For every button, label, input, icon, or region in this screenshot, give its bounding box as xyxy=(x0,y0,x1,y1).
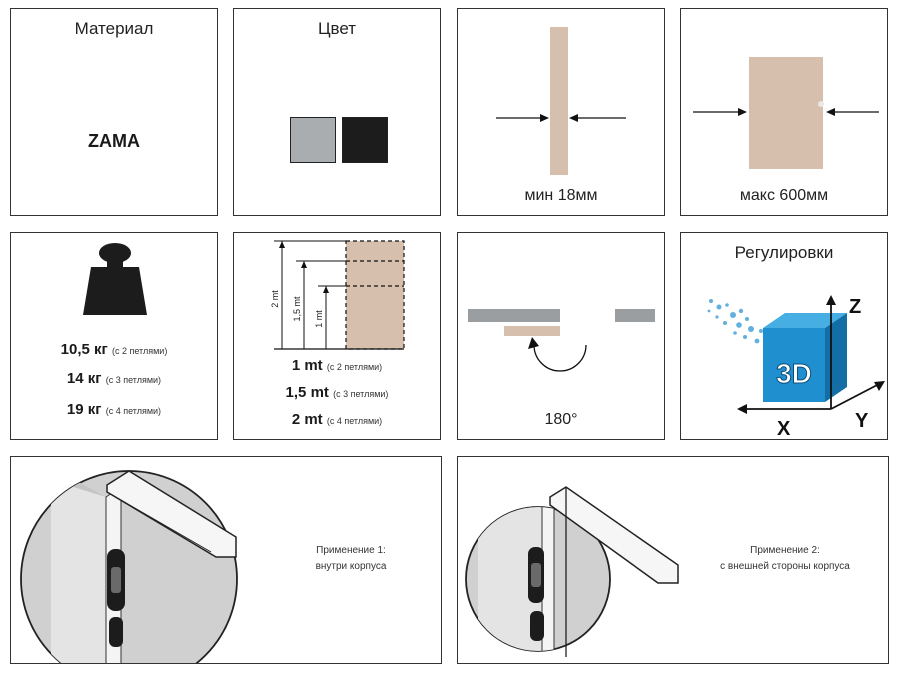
color-swatch-gray xyxy=(290,117,336,163)
max-width-panel: макс 600мм xyxy=(680,8,888,216)
application-1-illustration xyxy=(20,470,238,663)
height-row-2: 1,5 mt (с 3 петлями) xyxy=(285,384,389,401)
color-title: Цвет xyxy=(317,19,357,38)
height-row-3: 2 mt (с 4 петлями) xyxy=(291,411,383,428)
height-panel: 2 mt 1,5 mt 1 mt 1 mt (с 2 петлями) 1,5 … xyxy=(233,232,441,440)
weight-row-3: 19 кг (с 4 петлями) xyxy=(66,401,162,418)
opening-angle-panel: 180° xyxy=(457,232,665,440)
thickness-diagram xyxy=(496,27,626,175)
door-panel xyxy=(749,57,823,169)
min-thickness-panel: мин 18мм xyxy=(457,8,665,216)
width-diagram xyxy=(693,57,879,169)
3d-adjustment-icon: 3D Z X Y xyxy=(707,295,885,440)
arrow-right-icon xyxy=(540,114,549,122)
arrow-left-icon xyxy=(826,108,835,116)
weight-row-2: 14 кг (с 3 петлями) xyxy=(66,370,162,387)
cabinet-side-left xyxy=(468,309,560,322)
axis-z-label: Z xyxy=(849,296,861,318)
adjustments-title: Регулировки xyxy=(734,243,834,262)
3d-cube-front xyxy=(763,328,825,402)
application-2-panel: Применение 2: с внешней стороны корпуса xyxy=(457,456,889,664)
application-1-caption: Применение 1: внутри корпуса xyxy=(315,545,387,572)
cabinet-side-right xyxy=(615,309,655,322)
rotation-arrow-icon xyxy=(533,344,587,372)
material-value: ZAMA xyxy=(88,131,140,151)
material-title: Материал xyxy=(74,19,154,38)
application-2-illustration xyxy=(465,486,679,657)
weight-row-1: 10,5 кг (с 2 петлями) xyxy=(60,341,168,358)
opening-angle-caption: 180° xyxy=(544,411,578,428)
material-panel: Материал ZAMA xyxy=(10,8,218,216)
axis-y-label: Y xyxy=(855,410,869,432)
weight-icon xyxy=(83,243,147,315)
dim-label-2mt: 2 mt xyxy=(270,290,280,308)
arrow-left-icon xyxy=(569,114,578,122)
application-2-caption: Применение 2: с внешней стороны корпуса xyxy=(720,545,850,572)
door-edge xyxy=(550,27,568,175)
max-width-caption: макс 600мм xyxy=(739,187,829,204)
color-swatch-black xyxy=(342,117,388,163)
height-diagram: 2 mt 1,5 mt 1 mt xyxy=(270,240,405,350)
color-panel: Цвет xyxy=(233,8,441,216)
axis-x-label: X xyxy=(777,418,791,440)
dim-label-1mt: 1 mt xyxy=(314,310,324,328)
door-leaf xyxy=(504,326,560,336)
arrow-right-icon xyxy=(738,108,747,116)
door-panel xyxy=(345,240,405,350)
dim-label-15mt: 1,5 mt xyxy=(292,296,302,322)
opening-diagram xyxy=(468,309,655,372)
3d-cube-label: 3D xyxy=(776,358,812,389)
application-1-panel: Применение 1: внутри корпуса xyxy=(10,456,442,664)
weight-panel: 10,5 кг (с 2 петлями) 14 кг (с 3 петлями… xyxy=(10,232,218,440)
height-row-1: 1 mt (с 2 петлями) xyxy=(291,357,383,374)
min-thickness-caption: мин 18мм xyxy=(524,187,598,204)
adjustments-panel: Регулировки 3D Z X Y xyxy=(680,232,888,440)
